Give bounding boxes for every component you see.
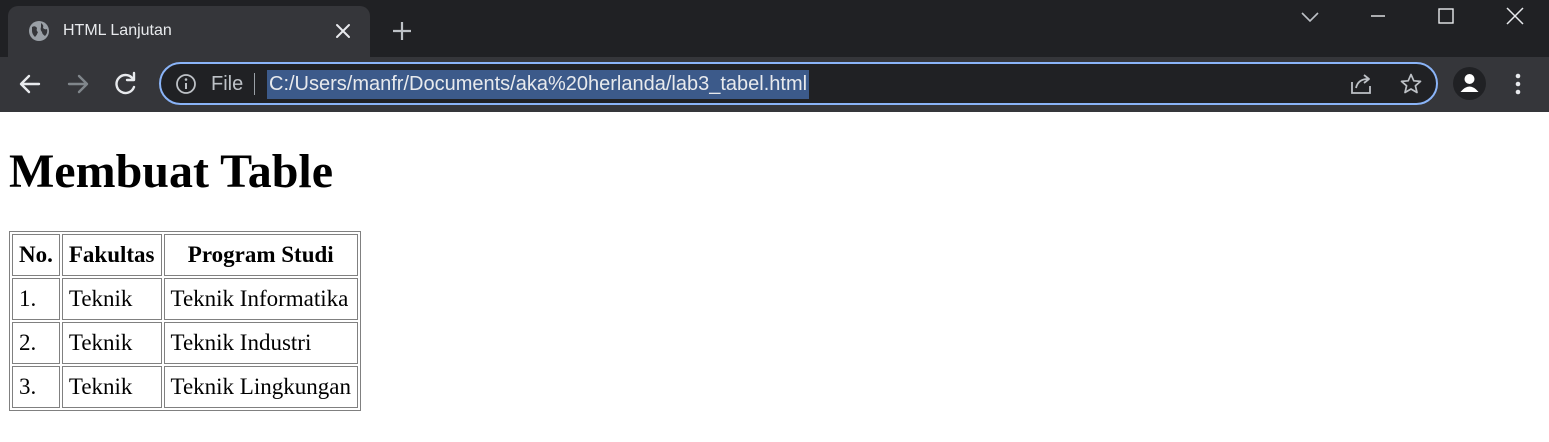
browser-tab[interactable]: HTML Lanjutan (8, 6, 370, 57)
close-tab-icon[interactable] (334, 22, 352, 40)
info-icon[interactable] (175, 73, 197, 95)
table-row: 3. Teknik Teknik Lingkungan (12, 366, 358, 408)
program-table: No. Fakultas Program Studi 1. Teknik Tek… (9, 231, 361, 411)
tab-title: HTML Lanjutan (63, 22, 172, 39)
page-title: Membuat Table (9, 145, 334, 198)
table-row: 2. Teknik Teknik Industri (12, 322, 358, 364)
header-program-studi: Program Studi (163, 234, 358, 276)
chevron-down-icon[interactable] (1298, 6, 1322, 28)
table-header-row: No. Fakultas Program Studi (12, 234, 358, 276)
header-no: No. (12, 234, 60, 276)
minimize-icon[interactable] (1366, 4, 1390, 28)
cell-no: 3. (12, 366, 60, 408)
kebab-menu-icon[interactable] (1508, 71, 1528, 97)
page-content: Membuat Table No. Fakultas Program Studi… (0, 112, 1549, 442)
maximize-icon[interactable] (1434, 4, 1458, 28)
omnibox-separator (254, 73, 255, 95)
reload-icon[interactable] (111, 70, 141, 98)
new-tab-icon[interactable] (390, 19, 414, 43)
back-icon[interactable] (15, 70, 45, 98)
person-icon (1460, 74, 1479, 92)
url-text[interactable]: C:/Users/manfr/Documents/aka%20herlanda/… (267, 70, 810, 99)
browser-toolbar: File C:/Users/manfr/Documents/aka%20herl… (0, 57, 1549, 112)
scheme-label: File (211, 73, 244, 95)
table-row: 1. Teknik Teknik Informatika (12, 278, 358, 320)
share-icon[interactable] (1349, 72, 1375, 96)
cell-fakultas: Teknik (61, 366, 162, 408)
forward-icon[interactable] (63, 70, 93, 98)
address-bar[interactable]: File C:/Users/manfr/Documents/aka%20herl… (159, 62, 1438, 105)
window-close-icon[interactable] (1502, 4, 1528, 28)
cell-fakultas: Teknik (61, 322, 162, 364)
cell-program-studi: Teknik Industri (163, 322, 358, 364)
cell-program-studi: Teknik Lingkungan (163, 366, 358, 408)
cell-fakultas: Teknik (61, 278, 162, 320)
globe-icon (29, 21, 49, 41)
bookmark-star-icon[interactable] (1399, 72, 1423, 96)
cell-program-studi: Teknik Informatika (163, 278, 358, 320)
browser-title-bar: HTML Lanjutan (0, 0, 1549, 57)
header-fakultas: Fakultas (61, 234, 162, 276)
profile-avatar[interactable] (1453, 67, 1486, 100)
cell-no: 1. (12, 278, 60, 320)
cell-no: 2. (12, 322, 60, 364)
